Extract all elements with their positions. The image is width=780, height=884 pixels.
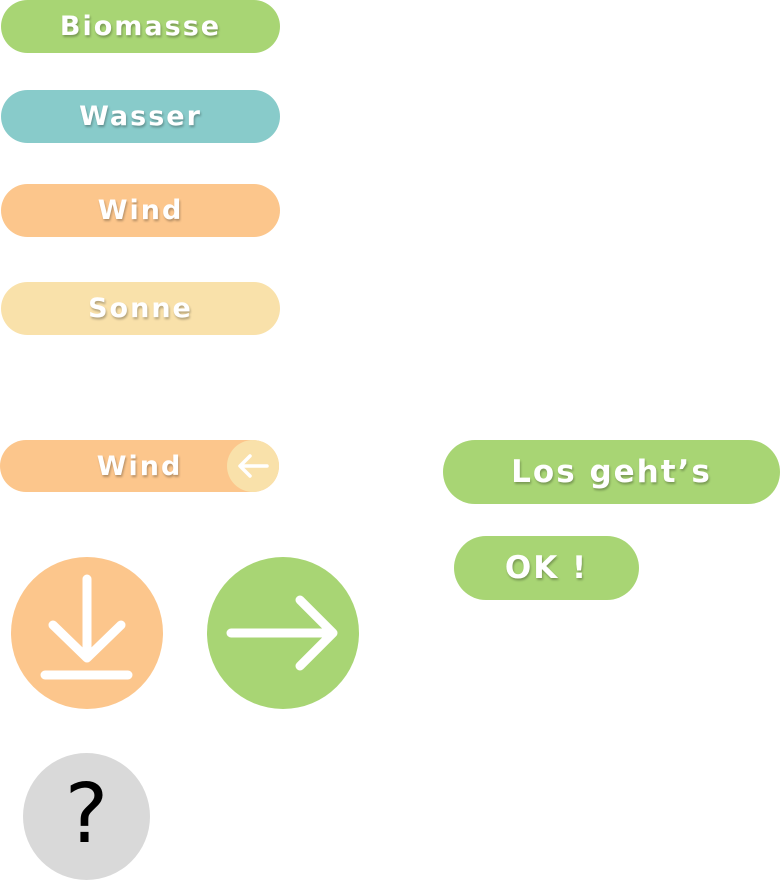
help-button[interactable]: ?	[23, 753, 150, 880]
biomasse-button[interactable]: Biomasse	[1, 0, 280, 53]
sonne-button[interactable]: Sonne	[1, 282, 280, 335]
start-label: Los geht’s	[511, 454, 712, 490]
biomasse-label: Biomasse	[59, 11, 222, 42]
wasser-label: Wasser	[79, 101, 202, 132]
wasser-button[interactable]: Wasser	[1, 90, 280, 143]
start-button[interactable]: Los geht’s	[443, 440, 780, 504]
wind-button[interactable]: Wind	[1, 184, 280, 237]
download-icon	[40, 574, 133, 680]
question-mark-icon: ?	[64, 766, 109, 862]
wind-selected-label: Wind	[96, 450, 183, 482]
ok-label: OK !	[504, 550, 589, 586]
arrow-right-icon	[226, 595, 338, 671]
wind-label: Wind	[97, 195, 184, 226]
ok-button[interactable]: OK !	[454, 536, 639, 600]
back-button[interactable]	[227, 440, 279, 492]
next-button[interactable]	[207, 557, 359, 709]
download-button[interactable]	[11, 557, 163, 709]
arrow-left-icon	[238, 454, 269, 478]
wind-selected-button[interactable]: Wind	[0, 440, 279, 492]
sonne-label: Sonne	[88, 293, 193, 324]
